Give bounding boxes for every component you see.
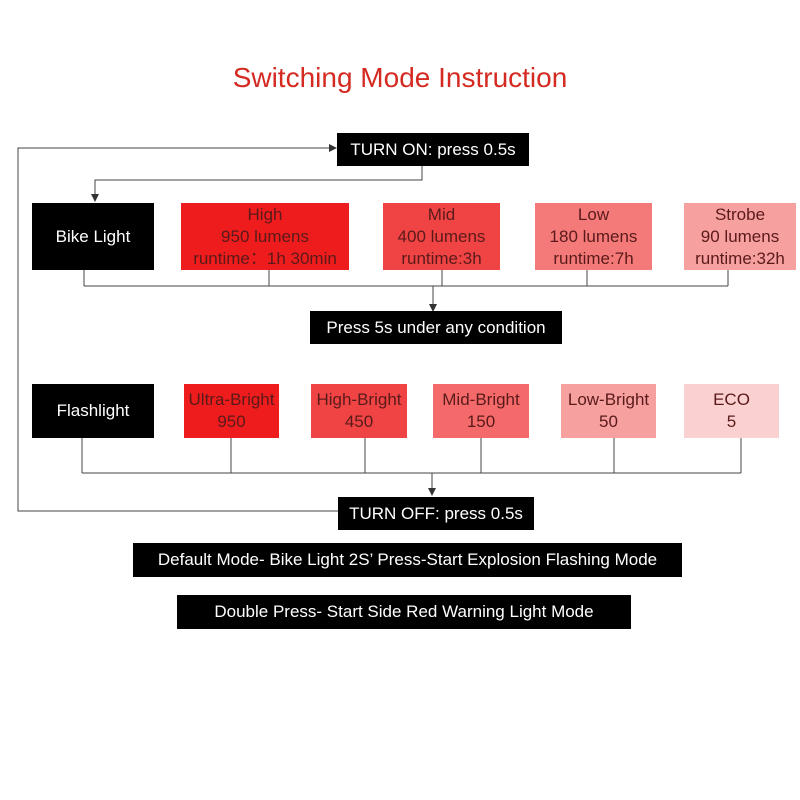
bike-mode-mid: Mid 400 lumens runtime:3h (383, 203, 500, 270)
mode-detail: 450 (344, 412, 374, 431)
mode-detail: 90 lumens (700, 226, 780, 246)
mode-name: Low (577, 204, 610, 224)
mode-name: High-Bright (316, 390, 402, 409)
mode-detail: 950 lumens (221, 226, 309, 246)
mode-detail: 400 lumens (397, 226, 486, 246)
bike-light-box: Bike Light (32, 203, 154, 270)
mode-name: ECO (713, 390, 750, 409)
mode-detail: 50 (599, 412, 618, 431)
mode-name: Mid-Bright (442, 390, 520, 409)
flash-mode-high-bright: High-Bright 450 (311, 384, 407, 438)
bike-mode-low: Low 180 lumens runtime:7h (535, 203, 652, 270)
mode-name: Strobe (714, 204, 766, 224)
flash-mode-low-bright: Low-Bright 50 (561, 384, 656, 438)
flashlight-box: Flashlight (32, 384, 154, 438)
flash-mode-ultra-bright: Ultra-Bright 950 (184, 384, 279, 438)
mode-detail: 950 (217, 412, 246, 431)
mode-name: High (247, 204, 283, 224)
loop-line (17, 144, 338, 512)
mode-runtime: runtime:7h (553, 248, 634, 268)
mode-runtime: runtime:32h (695, 248, 785, 268)
flash-mode-mid-bright: Mid-Bright 150 (433, 384, 529, 438)
page-title: Switching Mode Instruction (232, 62, 568, 93)
mode-runtime: runtime：1h 30min (193, 248, 337, 268)
press-5s-box: Press 5s under any condition (310, 311, 562, 344)
mode-name: Ultra-Bright (188, 390, 275, 409)
mode-detail: 150 (466, 412, 496, 431)
bike-mode-strobe: Strobe 90 lumens runtime:32h (684, 203, 796, 270)
flash-mode-eco: ECO 5 (684, 384, 779, 438)
mode-detail: 5 (726, 412, 737, 431)
mode-runtime: runtime:3h (401, 248, 482, 268)
turn-on-box: TURN ON: press 0.5s (337, 133, 529, 166)
mode-name: Mid (427, 204, 456, 224)
on-to-bike-line (91, 164, 423, 202)
bike-mode-high: High 950 lumens runtime：1h 30min (181, 203, 349, 270)
mode-detail: 180 lumens (549, 226, 638, 246)
mode-name: Low-Bright (567, 390, 650, 409)
turn-off-box: TURN OFF: press 0.5s (338, 497, 534, 530)
default-mode-note: Default Mode- Bike Light 2S’ Press-Start… (133, 543, 682, 577)
double-press-note: Double Press- Start Side Red Warning Lig… (177, 595, 631, 629)
